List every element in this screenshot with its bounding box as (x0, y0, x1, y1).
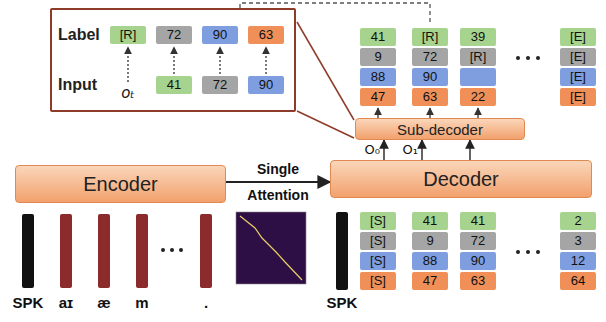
encoder-inputs (22, 214, 212, 288)
output-label: O₀ (360, 142, 380, 158)
box-title: Sub-decoder (397, 121, 483, 138)
encoder-box: Encoder (15, 165, 226, 203)
grid-cell: 47 (360, 88, 396, 106)
grid-cell: 72 (156, 26, 192, 44)
grid-cell: 47 (412, 272, 448, 290)
grid-cell: [E] (560, 48, 596, 66)
box-title: Decoder (423, 168, 499, 191)
grid-cell: 90 (412, 68, 448, 86)
grid-cell: [R] (412, 28, 448, 46)
token-label: SPK (322, 294, 362, 312)
grid-cell: 88 (412, 252, 448, 270)
output-arrow (383, 140, 384, 160)
zoom-line (297, 22, 354, 120)
grid-cell: [R] (110, 26, 146, 44)
grid-cell: [S] (360, 212, 396, 230)
grid-cell: 41 (360, 28, 396, 46)
input-symbol: oₜ (114, 84, 142, 102)
grid-cell: 9 (412, 232, 448, 250)
grid-cell: [S] (360, 232, 396, 250)
row-label: Label (58, 26, 100, 44)
sub-decoder-box: Sub-decoder (355, 118, 525, 140)
grid-cell: 88 (360, 68, 396, 86)
grid-cell: 90 (202, 26, 238, 44)
token-label: aɪ (51, 294, 81, 312)
row-label: Input (58, 76, 97, 94)
grid-cell: 72 (460, 232, 496, 250)
output-arrow (469, 140, 470, 160)
grid-cell: [S] (360, 272, 396, 290)
grid-cell: [R] (460, 48, 496, 66)
token-label: æ (89, 294, 119, 312)
grid-cell: 12 (560, 252, 596, 270)
grid-cell: 2 (560, 212, 596, 230)
grid-cell: 63 (460, 272, 496, 290)
grid-cell: 39 (460, 28, 496, 46)
grid-cell: 63 (248, 26, 284, 44)
zoom-callout: LabelInput (50, 8, 296, 112)
grid-cell: 72 (412, 48, 448, 66)
grid-cell: [E] (560, 68, 596, 86)
grid-cell: [S] (360, 252, 396, 270)
grid-cell: 3 (560, 232, 596, 250)
grid-cell: 9 (360, 48, 396, 66)
grid-cell: [E] (560, 28, 596, 46)
grid-cell: 90 (460, 252, 496, 270)
token-label: SPK (8, 294, 48, 312)
grid-cell: 72 (202, 76, 238, 94)
attention-map (236, 212, 306, 284)
attention-label: Single Attention (238, 156, 318, 208)
grid-cell: 64 (560, 272, 596, 290)
grid-cell: 41 (156, 76, 192, 94)
output-label: O₁ (398, 142, 418, 158)
grid-cell: 22 (460, 88, 496, 106)
grid-cell: 63 (412, 88, 448, 106)
token-label: . (196, 294, 216, 312)
dashed-pointer (240, 3, 430, 25)
ellipsis-dots (161, 56, 540, 254)
grid-cell: 41 (460, 212, 496, 230)
input-arrows (128, 47, 266, 82)
zoom-line (297, 111, 354, 138)
box-title: Encoder (83, 173, 158, 196)
output-arrow (421, 140, 422, 160)
decoder-box: Decoder (330, 160, 592, 198)
speaker-bar (336, 212, 348, 290)
empty-cell (460, 68, 496, 86)
token-label: m (127, 294, 157, 312)
grid-cell: 90 (248, 76, 284, 94)
attention-arrow (226, 181, 330, 183)
grid-cell: [E] (560, 88, 596, 106)
grid-cell: 41 (412, 212, 448, 230)
output-arrows (378, 108, 478, 118)
